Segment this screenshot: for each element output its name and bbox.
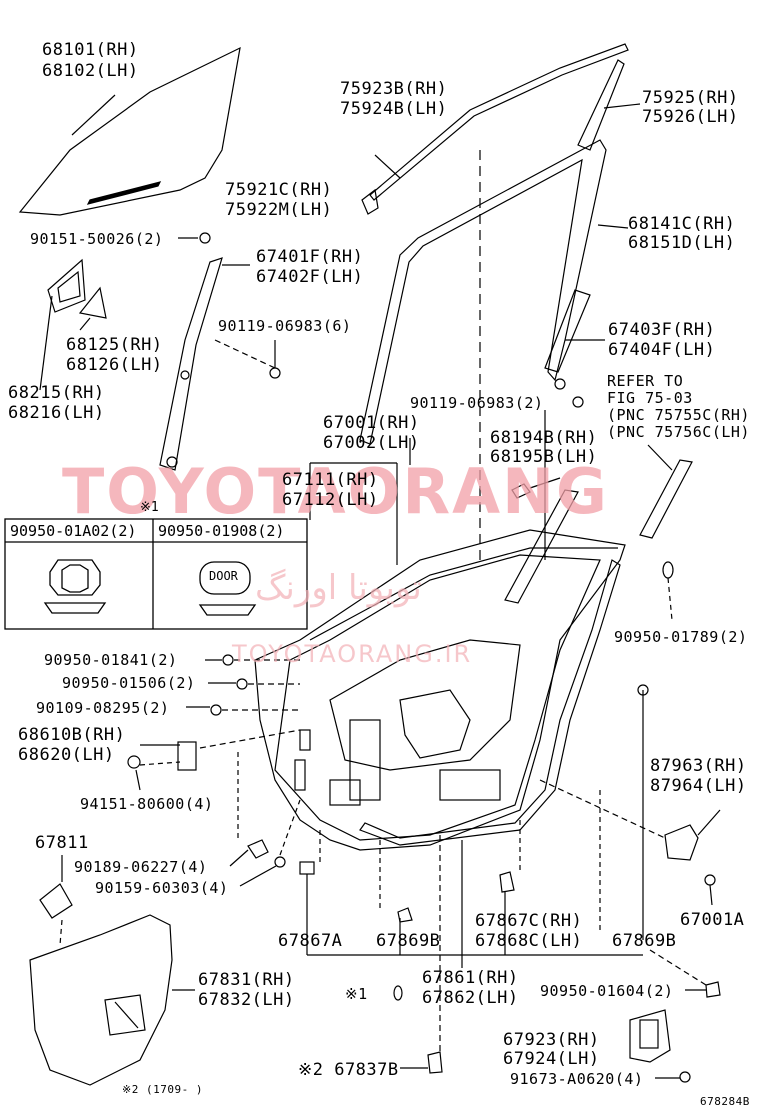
- label-68102: 68102(LH): [42, 61, 139, 81]
- label-68620: 68620(LH): [18, 745, 115, 765]
- label-67002: 67002(LH): [323, 433, 420, 453]
- label-67837b: ※2 67837B: [298, 1060, 399, 1080]
- label-67112: 67112(LH): [282, 490, 379, 510]
- label-90159: 90159-60303(4): [95, 879, 229, 897]
- label-94151: 94151-80600(4): [80, 795, 214, 813]
- label-75923b: 75923B(RH): [340, 79, 448, 99]
- label-67867a: 67867A: [278, 931, 343, 951]
- glass-run-channel: [359, 139, 607, 445]
- label-75925: 75925(RH): [642, 88, 739, 108]
- label-68151d: 68151D(LH): [628, 233, 736, 253]
- label-67402f: 67402F(LH): [256, 267, 364, 287]
- label-68216: 68216(LH): [8, 403, 105, 423]
- door-weatherstrip: [359, 559, 621, 846]
- refer-line-4: (PNC 75756C(LH): [607, 423, 750, 441]
- watermark-url: TOYOTAORANG.IR: [232, 640, 473, 668]
- door-trim-board: [29, 914, 173, 1086]
- note-1: ※1: [140, 500, 159, 515]
- refer-line-3: (PNC 75755C(RH): [607, 406, 750, 424]
- label-90189: 90189-06227(4): [74, 858, 208, 876]
- label-67001a: 67001A: [680, 910, 745, 930]
- label-67831: 67831(RH): [198, 970, 295, 990]
- door-shell-outline: [254, 529, 626, 851]
- label-90950-01604: 90950-01604(2): [540, 982, 674, 1000]
- label-90151: 90151-50026(2): [30, 230, 164, 248]
- refer-line-1: REFER TO: [607, 372, 684, 390]
- footnote-2: ※2 (1709- ): [122, 1083, 203, 1096]
- label-67403f: 67403F(RH): [608, 320, 716, 340]
- label-68141c: 68141C(RH): [628, 214, 736, 234]
- label-67869b-left: 67869B: [376, 931, 441, 951]
- label-67001: 67001(RH): [323, 413, 420, 433]
- label-68194b: 68194B(RH): [490, 428, 598, 448]
- label-67832: 67832(LH): [198, 990, 295, 1010]
- label-90950-01506: 90950-01506(2): [62, 674, 196, 692]
- label-75926: 75926(LH): [642, 107, 739, 127]
- label-87964: 87964(LH): [650, 776, 747, 796]
- front-lower-frame: [159, 257, 223, 471]
- belt-moulding-upper: [369, 43, 629, 201]
- label-91673: 91673-A0620(4): [510, 1070, 644, 1088]
- label-75921c: 75921C(RH): [225, 180, 333, 200]
- clip-door-text: DOOR: [209, 569, 238, 583]
- clip-reference-table: [4, 518, 308, 630]
- label-67868c: 67868C(LH): [475, 931, 583, 951]
- label-67111: 67111(RH): [282, 470, 379, 490]
- clip-90950-01a02: 90950-01A02(2): [10, 522, 137, 540]
- label-90950-01841: 90950-01841(2): [44, 651, 178, 669]
- label-87963: 87963(RH): [650, 756, 747, 776]
- label-68195b: 68195B(LH): [490, 447, 598, 467]
- label-67404f: 67404F(LH): [608, 340, 716, 360]
- label-67869b-right: 67869B: [612, 931, 677, 951]
- label-90119-2: 90119-06983(2): [410, 394, 544, 412]
- door-glass-shape: [18, 46, 241, 216]
- label-67867c: 67867C(RH): [475, 911, 583, 931]
- mark-note-1: ※1: [345, 985, 368, 1003]
- label-68101: 68101(RH): [42, 40, 139, 60]
- label-75922m: 75922M(LH): [225, 200, 333, 220]
- label-67923: 67923(RH): [503, 1030, 600, 1050]
- label-68125: 68125(RH): [66, 335, 163, 355]
- label-67811: 67811: [35, 833, 89, 853]
- label-68126: 68126(LH): [66, 355, 163, 375]
- label-67401f: 67401F(RH): [256, 247, 364, 267]
- figure-code: 678284B: [700, 1095, 750, 1108]
- label-90119-6: 90119-06983(6): [218, 317, 352, 335]
- label-67861: 67861(RH): [422, 968, 519, 988]
- label-68610b: 68610B(RH): [18, 725, 126, 745]
- label-68215: 68215(RH): [8, 383, 105, 403]
- label-67924: 67924(LH): [503, 1049, 600, 1069]
- label-90950-01789: 90950-01789(2): [614, 628, 748, 646]
- label-75924b: 75924B(LH): [340, 99, 448, 119]
- label-67862: 67862(LH): [422, 988, 519, 1008]
- watermark-latin: TOYOTAORANG: [62, 455, 609, 528]
- label-90109: 90109-08295(2): [36, 699, 170, 717]
- watermark-arabic: تويوتا اورنگ: [255, 568, 422, 608]
- clip-90950-01908: 90950-01908(2): [158, 522, 285, 540]
- refer-line-2: FIG 75-03: [607, 389, 693, 407]
